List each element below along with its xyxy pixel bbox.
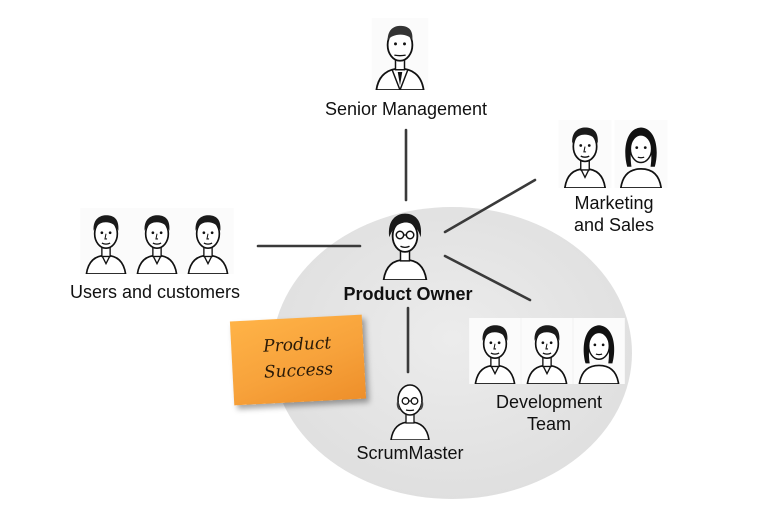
- product-owner-scope-circle: [272, 207, 632, 499]
- label-marketing-sales: Marketing and Sales: [556, 192, 672, 236]
- customer-person-1-icon: [80, 208, 132, 274]
- developer-person-2-icon: [520, 318, 574, 384]
- sticky-note-line2: Success: [263, 359, 334, 383]
- connector-development: [443, 254, 532, 302]
- label-senior-management: Senior Management: [324, 99, 488, 119]
- label-development-team: Development Team: [476, 391, 622, 435]
- developer-person-1-icon: [468, 318, 522, 384]
- customer-person-2-icon: [131, 208, 183, 274]
- label-marketing-line2: and Sales: [573, 215, 655, 235]
- developer-person-3-icon: [572, 318, 626, 384]
- customer-person-3-icon: [182, 208, 234, 274]
- connectors: [256, 128, 537, 374]
- label-scrummaster: ScrumMaster: [356, 443, 464, 463]
- label-users-customers: Users and customers: [69, 282, 241, 302]
- marketing-person-2-icon: [614, 120, 668, 188]
- connector-marketing-sales: [443, 178, 537, 234]
- marketing-person-1-icon: [558, 120, 612, 188]
- label-marketing-line1: Marketing: [574, 193, 654, 213]
- label-development-line2: Team: [526, 414, 571, 434]
- product-success-sticky-note: Product Success: [229, 314, 367, 406]
- label-product-owner: Product Owner: [343, 284, 473, 304]
- label-development-line1: Development: [495, 392, 603, 412]
- senior-manager-person-icon: [370, 18, 430, 90]
